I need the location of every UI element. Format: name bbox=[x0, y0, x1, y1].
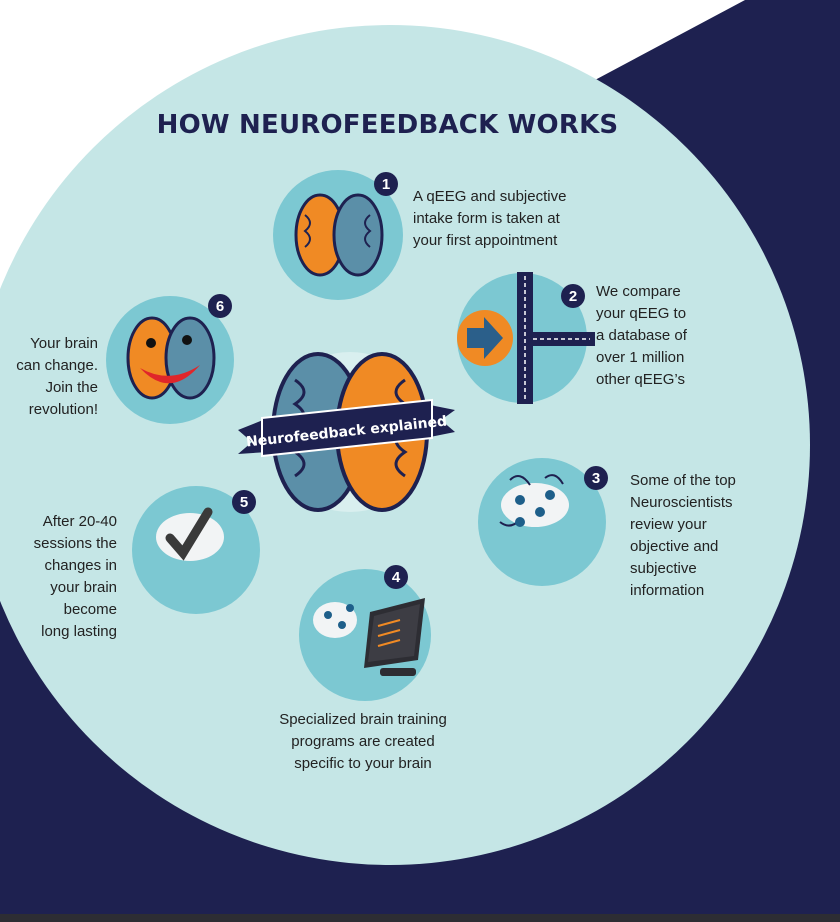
step-6-line: can change. bbox=[16, 357, 98, 374]
step-6-line: Join the bbox=[45, 379, 98, 396]
step-2-text: We compare your qEEG to a database of ov… bbox=[596, 281, 687, 391]
page-title: HOW NEUROFEEDBACK WORKS bbox=[156, 110, 619, 140]
step-5-line: changes in bbox=[44, 557, 117, 574]
step-3-line: review your bbox=[630, 516, 707, 533]
step-3-text: Some of the top Neuroscientists review y… bbox=[630, 470, 736, 602]
step-6-number: 6 bbox=[216, 298, 224, 315]
step-3-line: information bbox=[630, 582, 705, 599]
step-3-line: Some of the top bbox=[630, 472, 736, 489]
step-5-line: become bbox=[63, 601, 117, 618]
step-5-line: long lasting bbox=[41, 623, 117, 640]
step-4-line: specific to your brain bbox=[294, 755, 432, 772]
step-4-number: 4 bbox=[392, 569, 401, 586]
step-1-line: A qEEG and subjective bbox=[413, 188, 567, 205]
step-6-text: Your brain can change. Join the revoluti… bbox=[0, 333, 98, 421]
step-6-icon bbox=[106, 296, 234, 424]
step-1-line: intake form is taken at bbox=[413, 210, 560, 227]
step-5-icon bbox=[132, 486, 260, 614]
step-3-line: subjective bbox=[630, 560, 697, 577]
step-3-icon bbox=[478, 458, 606, 586]
step-3-line: objective and bbox=[630, 538, 719, 555]
step-3-line: Neuroscientists bbox=[630, 494, 733, 511]
center-brain bbox=[238, 352, 455, 512]
step-2-line: We compare bbox=[596, 283, 681, 300]
step-5-text: After 20-40 sessions the changes in your… bbox=[10, 511, 117, 643]
step-4-line: programs are created bbox=[291, 733, 435, 750]
step-badges bbox=[208, 172, 608, 589]
step-4-line: Specialized brain training bbox=[279, 711, 447, 728]
step-6-line: revolution! bbox=[28, 401, 98, 418]
step-2-icon bbox=[457, 272, 595, 404]
bottom-bar bbox=[0, 914, 840, 922]
step-2-line: other qEEG’s bbox=[596, 371, 685, 388]
step-1-text: A qEEG and subjective intake form is tak… bbox=[413, 186, 566, 252]
step-5-line: your brain bbox=[50, 579, 117, 596]
step-3-number: 3 bbox=[592, 470, 600, 487]
step-2-line: a database of bbox=[596, 327, 687, 344]
step-2-number: 2 bbox=[569, 288, 577, 305]
step-4-icon bbox=[299, 569, 431, 701]
step-5-line: After 20-40 bbox=[42, 513, 117, 530]
step-2-line: over 1 million bbox=[596, 349, 685, 366]
step-6-line: Your brain bbox=[30, 335, 98, 352]
step-5-number: 5 bbox=[240, 494, 248, 511]
step-1-number: 1 bbox=[382, 176, 390, 193]
step-1-icon bbox=[273, 170, 403, 300]
step-2-line: your qEEG to bbox=[596, 305, 687, 322]
step-5-line: sessions the bbox=[33, 535, 117, 552]
step-1-line: your first appointment bbox=[413, 232, 558, 249]
step-4-text: Specialized brain training programs are … bbox=[248, 709, 478, 775]
